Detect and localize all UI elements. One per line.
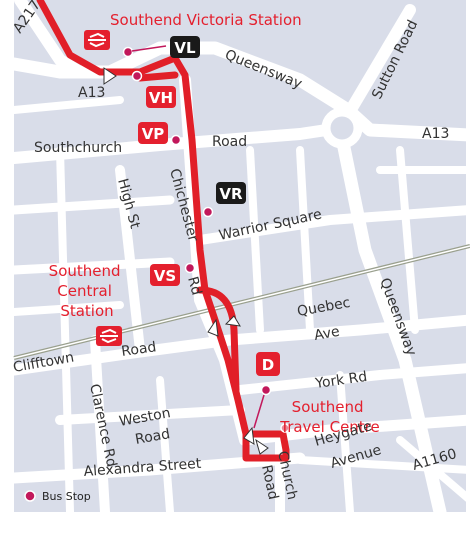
svg-text:VS: VS	[154, 267, 176, 285]
svg-text:VP: VP	[142, 125, 165, 143]
arrow-icon	[103, 67, 117, 85]
arrow-icon	[243, 426, 255, 445]
road-southchurch	[8, 122, 346, 164]
railway-line	[13, 244, 470, 360]
road-clarence	[90, 335, 110, 517]
bus-stop-dot-icon	[122, 46, 134, 58]
street-label: Road	[120, 339, 157, 360]
road-highst	[115, 165, 145, 355]
road-lane6	[156, 376, 174, 516]
bus-stop-dot-icon	[131, 70, 143, 82]
svg-text:VR: VR	[219, 185, 243, 203]
stop-badge-vr[interactable]: VR	[216, 182, 246, 204]
arrow-icon	[224, 315, 241, 327]
route-arrows	[103, 67, 269, 455]
stop-badge-vp[interactable]: VP	[138, 122, 168, 144]
national-rail-icon	[84, 30, 110, 50]
svg-text:VH: VH	[149, 89, 173, 107]
stop-badge-vs[interactable]: VS	[150, 264, 180, 286]
road-lane1	[56, 146, 74, 516]
street-label: York Rd	[313, 369, 368, 392]
street-label: Southchurch	[34, 140, 122, 156]
road-a217	[14, 0, 86, 78]
national-rail-icon	[96, 326, 122, 346]
svg-text:Bus Stop: Bus Stop	[42, 490, 91, 503]
station-label-victoria: Southend Victoria Station	[110, 11, 302, 29]
street-label: Road	[134, 426, 171, 448]
bus-route	[36, 0, 290, 462]
road-lane7	[336, 371, 354, 516]
road-lane11	[296, 456, 470, 474]
road-mid1	[9, 195, 175, 215]
arrow-icon	[255, 438, 269, 455]
road-lane3	[296, 146, 314, 334]
road-york	[235, 363, 470, 395]
bus-stop-dot-icon	[280, 423, 290, 433]
street-label: A13	[78, 85, 105, 101]
stop-badge-vl[interactable]: VL	[170, 36, 200, 58]
station-label-travel-centre: Southend Travel Centre	[279, 398, 380, 436]
road-lane4	[396, 146, 419, 334]
svg-text:VL: VL	[174, 39, 196, 57]
arrow-icon	[207, 318, 219, 337]
road-weston	[55, 405, 245, 425]
bus-stop-dots	[122, 46, 290, 433]
street-label: Ave	[313, 324, 341, 344]
road-sutton	[334, 4, 416, 134]
leader-lines	[131, 45, 265, 429]
street-label: Road	[212, 134, 247, 150]
bus-stop-dot-icon	[202, 206, 214, 218]
svg-text:D: D	[262, 356, 274, 374]
bus-stop-dot-icon	[260, 384, 272, 396]
bus-stop-dot-icon	[24, 490, 36, 502]
roundabout	[321, 107, 363, 149]
road-lane9	[10, 96, 124, 114]
road-lane5	[10, 301, 124, 316]
road-mid2	[9, 257, 175, 275]
road-warrior	[195, 205, 470, 245]
bus-stop-dot-icon	[170, 134, 182, 146]
legend: Bus Stop	[24, 490, 91, 503]
stop-badge-d[interactable]: D	[256, 352, 280, 376]
bus-stop-dot-icon	[184, 262, 196, 274]
street-label: A13	[422, 126, 449, 142]
stop-badge-vh[interactable]: VH	[146, 86, 176, 108]
street-label: Road	[258, 464, 281, 502]
road-queensway-right	[333, 121, 447, 519]
station-label-central: Southend Central Station	[49, 262, 126, 320]
street-label: Rd	[184, 275, 204, 297]
